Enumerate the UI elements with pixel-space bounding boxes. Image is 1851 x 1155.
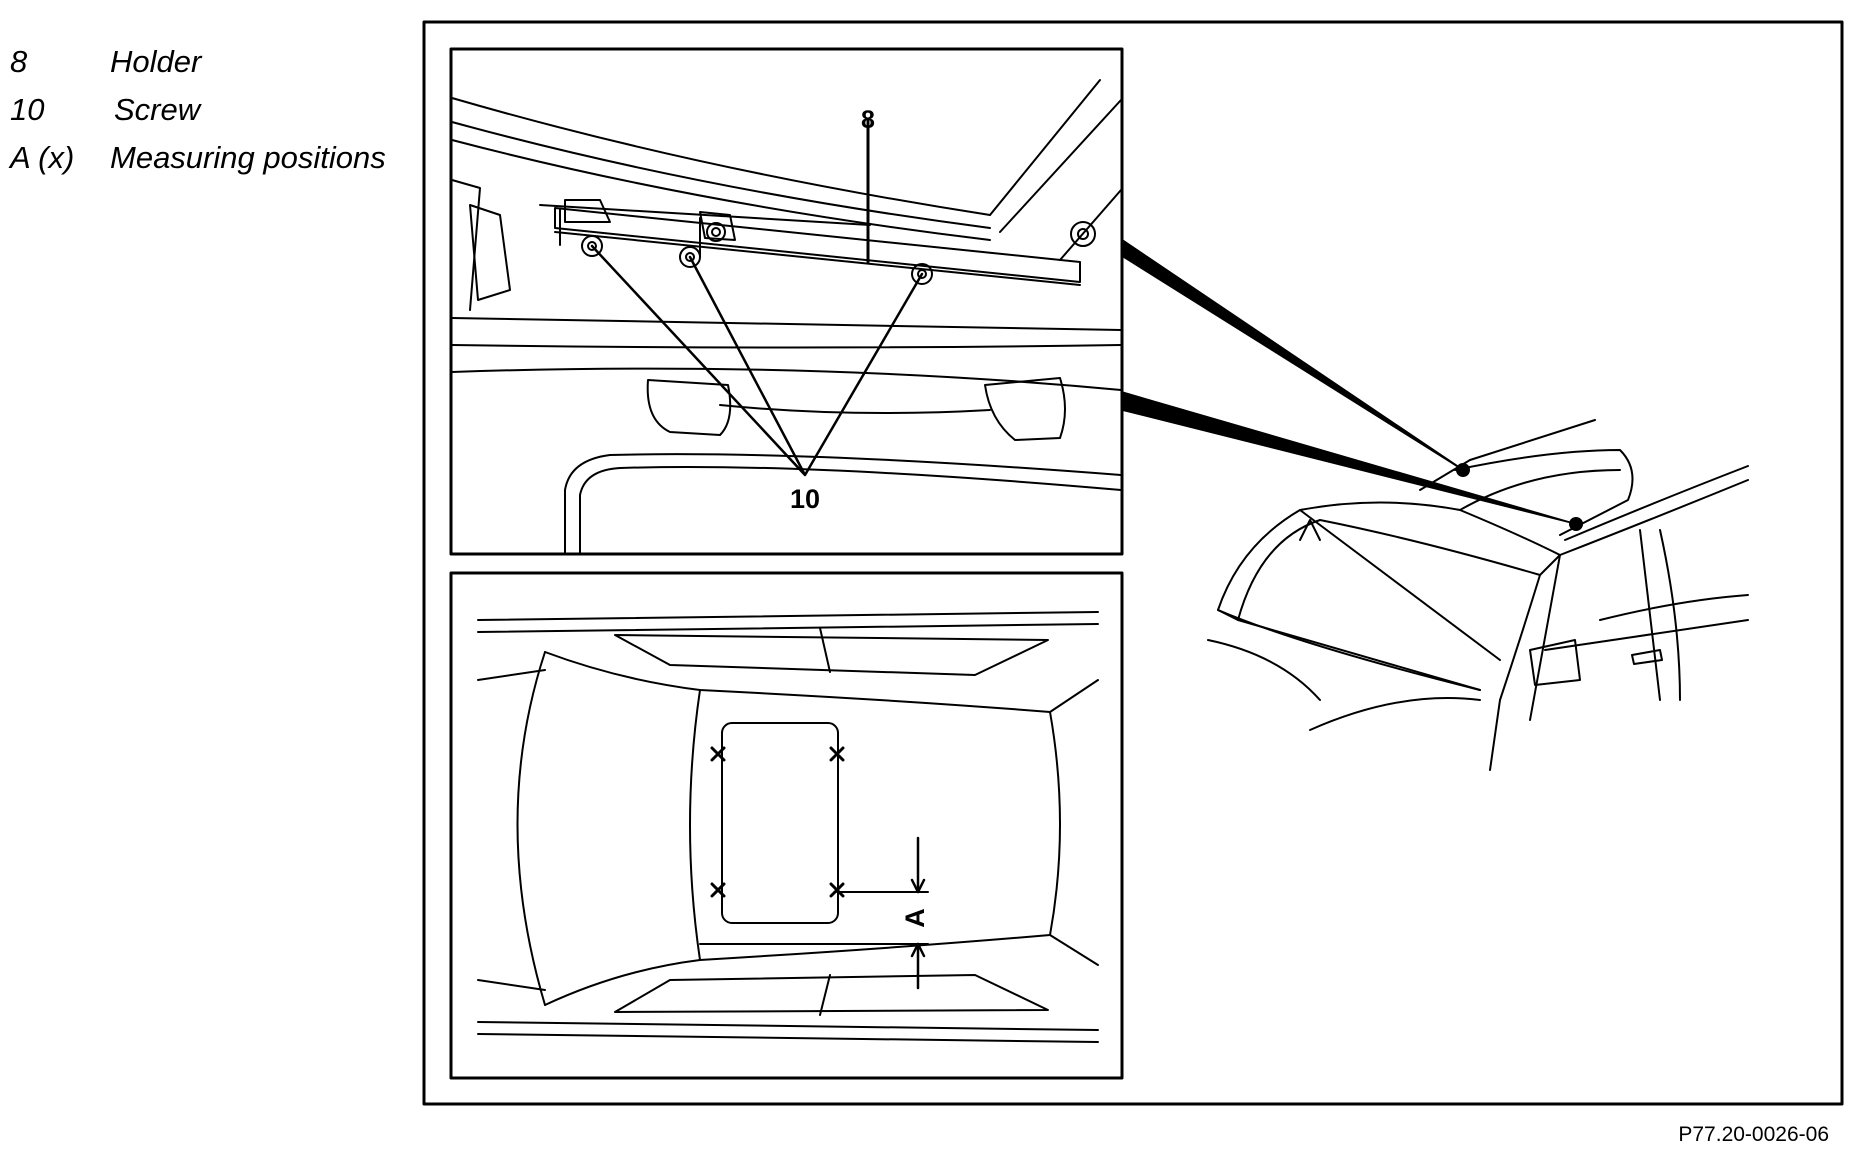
- car-perspective-view: [1207, 419, 1749, 771]
- figure-reference-number: P77.20-0026-06: [1678, 1123, 1829, 1146]
- legend-key: 8: [10, 44, 28, 79]
- callout-label-holder: 8: [861, 106, 875, 134]
- roof-top-view-inset: [449, 571, 1124, 1080]
- diagram-frame: [422, 20, 1844, 1106]
- dimension-label-a: A: [900, 908, 930, 928]
- holder-detail-inset: [449, 47, 1124, 556]
- callout-label-screw: 10: [790, 484, 820, 514]
- legend-key: A (x): [10, 140, 75, 175]
- legend-key: 10: [10, 92, 45, 127]
- callout-pointer-lines: [1121, 239, 1577, 525]
- legend-label: Screw: [114, 92, 201, 127]
- legend-label: Measuring positions: [110, 140, 386, 175]
- legend-label: Holder: [110, 44, 202, 79]
